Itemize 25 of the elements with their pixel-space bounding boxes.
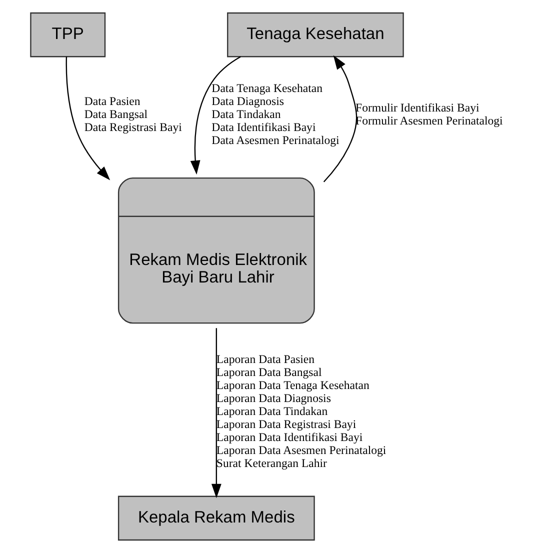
edge-label: Data Tenaga Kesehatan bbox=[212, 80, 323, 95]
arrow bbox=[190, 56, 241, 175]
edge-label: Data Registrasi Bayi bbox=[84, 120, 182, 134]
node-box: Tenaga Kesehatan bbox=[227, 12, 404, 58]
edge-label: Data Bangsal bbox=[84, 106, 148, 121]
edge-label: Data Asesmen Perinatalogi bbox=[212, 132, 340, 147]
edge-label: Formulir Identifikasi Bayi bbox=[356, 100, 480, 114]
arrow bbox=[66, 56, 110, 180]
edge-label: Data Pasien bbox=[84, 94, 140, 108]
edge-label: Laporan Data Identifikasi Bayi bbox=[216, 430, 363, 444]
edge-label: Laporan Data Registrasi Bayi bbox=[216, 417, 356, 432]
arrow bbox=[323, 55, 358, 182]
edge-label: Surat Keterangan Lahir bbox=[216, 456, 327, 470]
edge-label: Laporan Data Diagnosis bbox=[216, 391, 331, 406]
edge-label: Data Identifikasi Bayi bbox=[212, 120, 316, 134]
node-box: TPP bbox=[30, 12, 106, 58]
arrow bbox=[211, 328, 222, 498]
edge-label: Data Tindakan bbox=[212, 106, 281, 121]
node-box: Kepala Rekam Medis bbox=[118, 496, 315, 541]
edge-label: Laporan Data Pasien bbox=[216, 352, 315, 366]
edge-label: Laporan Data Tindakan bbox=[216, 404, 328, 418]
edge-label: Data Diagnosis bbox=[212, 94, 284, 108]
edge-label: Laporan Data Bangsal bbox=[216, 365, 322, 380]
edge-label: Laporan Data Tenaga Kesehatan bbox=[216, 378, 370, 392]
edge-label: Laporan Data Asesmen Perinatalogi bbox=[216, 442, 386, 457]
